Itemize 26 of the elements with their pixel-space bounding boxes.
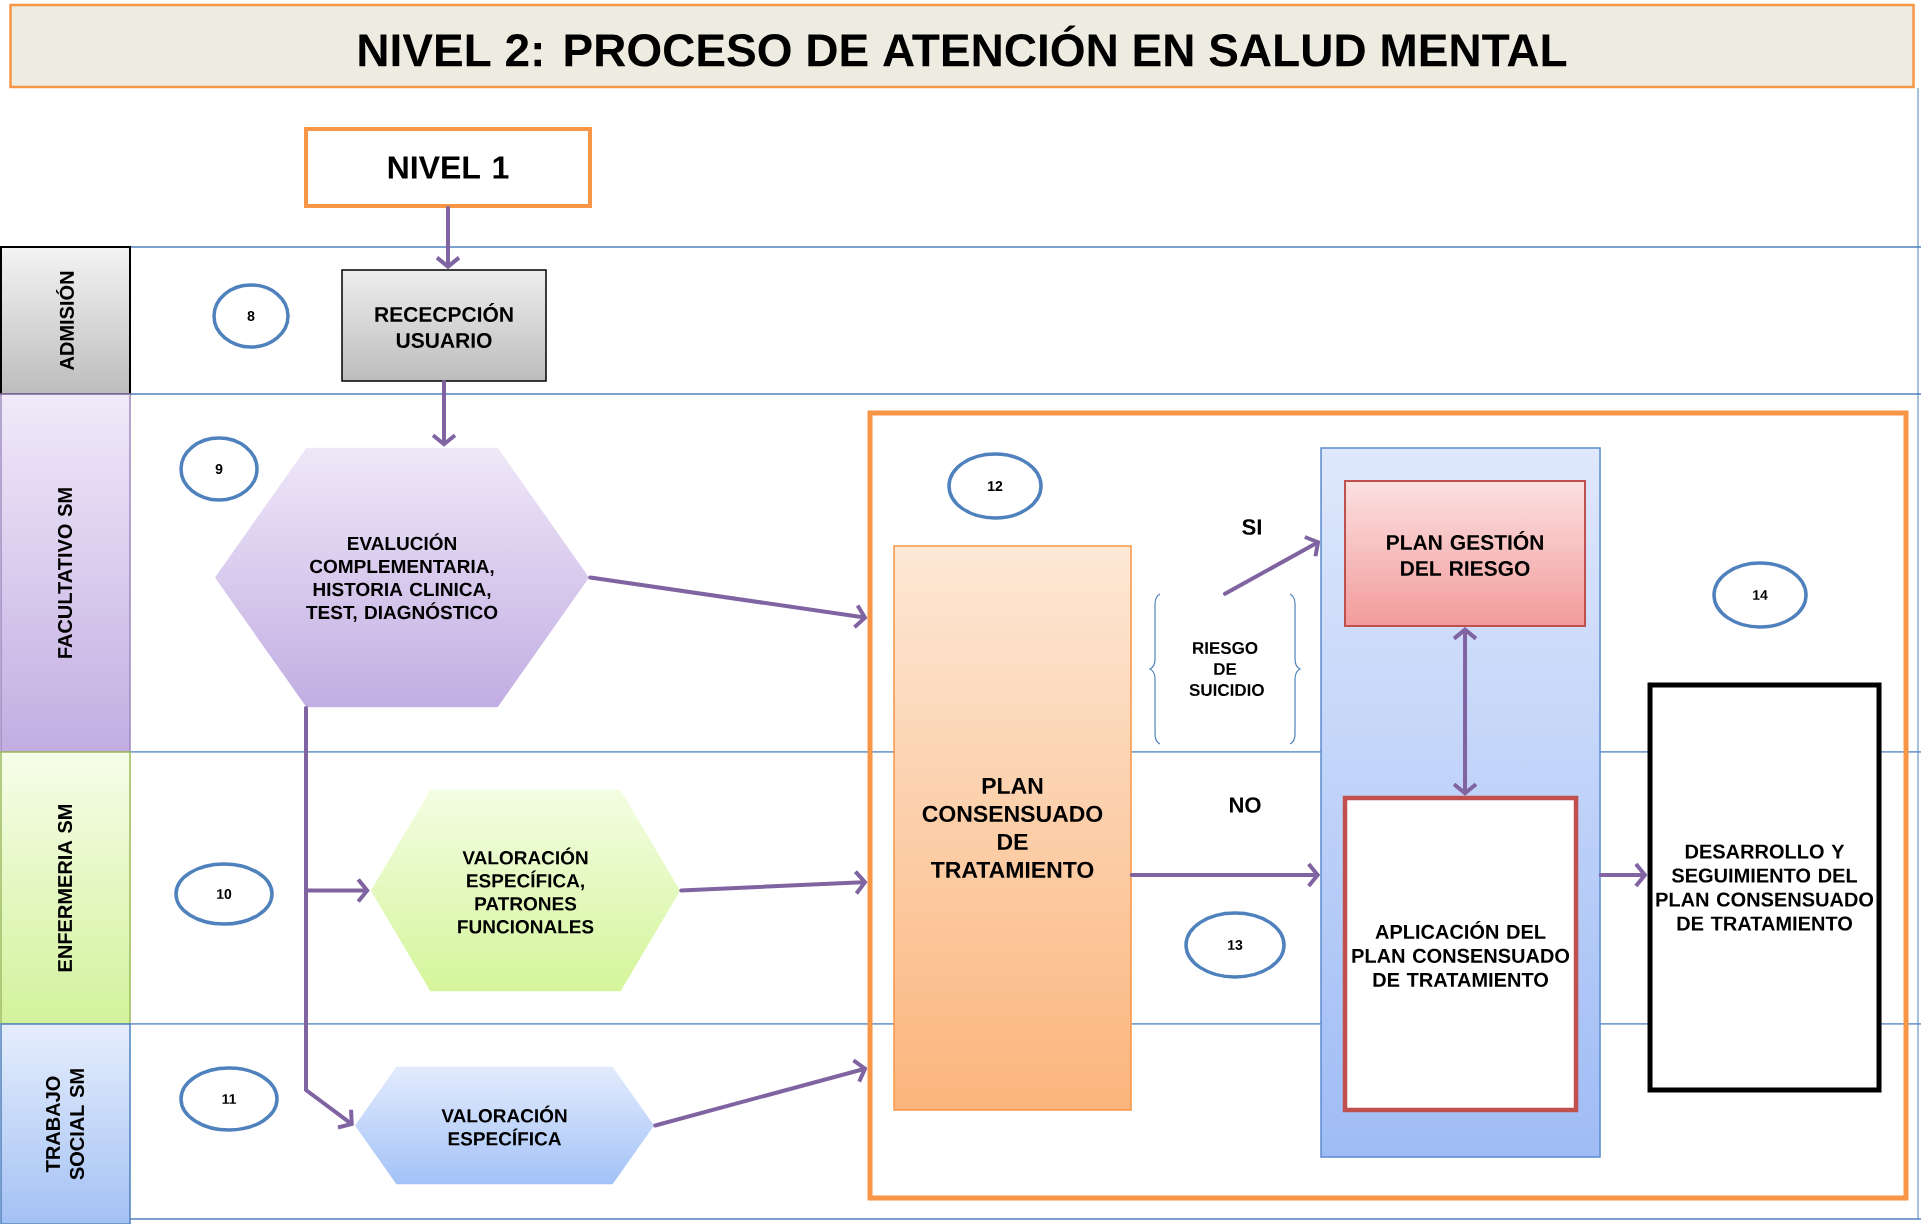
bracketed-text: RIESGO DE SUICIDIO xyxy=(1149,593,1301,745)
process-box: PLAN CONSENSUADO DE TRATAMIENTO xyxy=(893,545,1132,1111)
arrow xyxy=(679,870,868,895)
arrow xyxy=(1452,627,1478,796)
process-box: DESARROLLO Y SEGUIMIENTO DEL PLAN CONSENSUADO DE TRATAMIENTO xyxy=(1647,682,1882,1093)
title-banner: NIVEL 2: PROCESO DE ATENCIÓN EN SALUD MENTAL xyxy=(9,3,1915,89)
hexagon: VALORACIÓN ESPECÍFICA, PATRONES FUNCIONALES xyxy=(369,788,682,993)
process-box: APLICACIÓN DEL PLAN CONSENSUADO DE TRATAMIENTO xyxy=(1342,795,1579,1113)
arrow xyxy=(1129,862,1321,888)
arrow xyxy=(653,1058,868,1128)
edge-label: SI xyxy=(1239,517,1265,537)
hexagon: VALORACIÓN ESPECÍFICA xyxy=(353,1065,656,1186)
arrow xyxy=(1223,535,1321,596)
arrow xyxy=(588,575,868,629)
lane-header: TRABAJO SOCIAL SM xyxy=(0,1023,131,1224)
process-box: PLAN GESTIÓN DEL RIESGO xyxy=(1344,480,1586,627)
edge-label: NO xyxy=(1226,795,1264,815)
lane-header: ADMISIÓN xyxy=(0,246,131,395)
lane-header: ENFERMERIA SM xyxy=(0,751,131,1025)
arrow xyxy=(1598,862,1648,888)
arrow xyxy=(304,706,354,1130)
group-frame xyxy=(867,410,1909,1201)
level-box: NIVEL 1 xyxy=(304,127,592,208)
arrow xyxy=(431,379,457,447)
process-box: RECECPCIÓN USUARIO xyxy=(341,269,547,382)
arrow xyxy=(435,206,461,270)
